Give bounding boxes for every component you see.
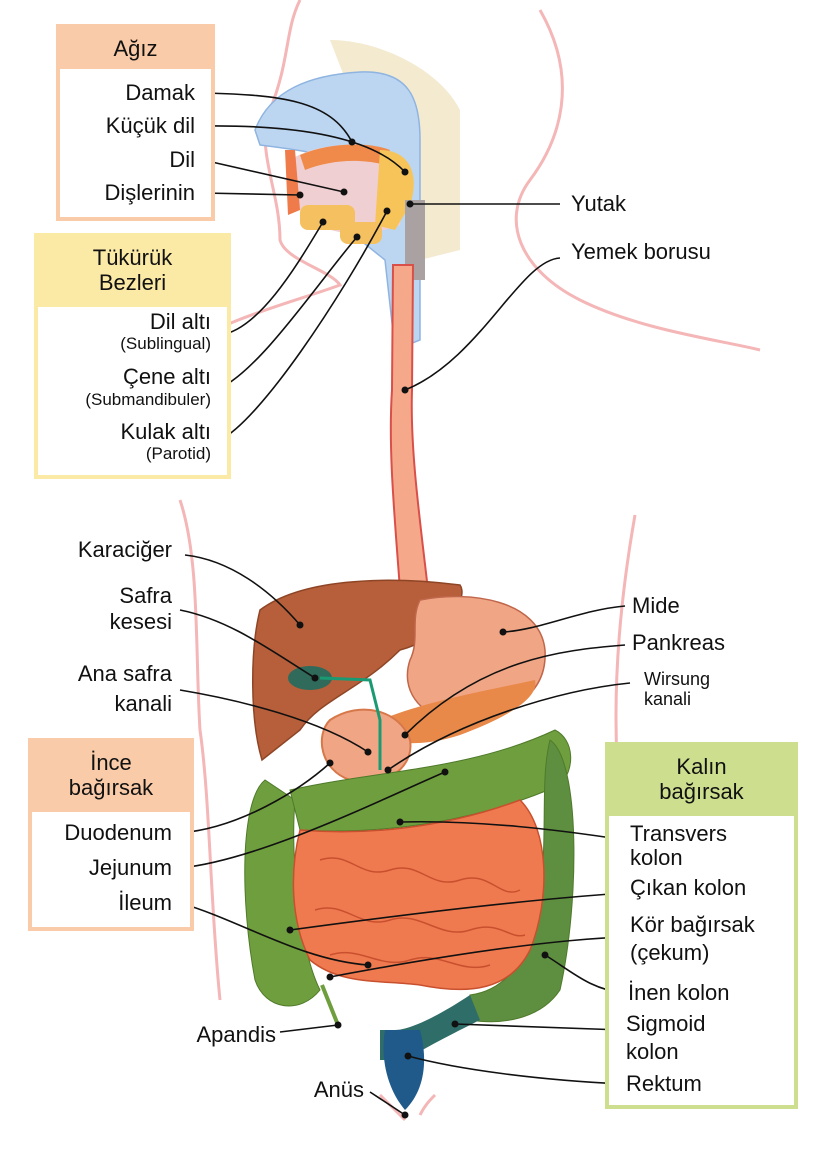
label-teeth: Dişlerinin — [104, 180, 195, 205]
small-intestine-title: İnce bağırsak — [32, 742, 190, 812]
label-descending: İnen kolon — [628, 980, 730, 1005]
large-intestine-box: Kalın bağırsak — [605, 742, 798, 1109]
small-intestine-box: İnce bağırsak — [28, 738, 194, 931]
rectum-shape — [383, 1030, 425, 1110]
label-duodenum: Duodenum — [64, 820, 172, 845]
large-intestine-title-line2: bağırsak — [659, 779, 744, 804]
liver-shape — [251, 579, 463, 762]
appendix-shape — [320, 984, 340, 1026]
label-tongue: Dil — [169, 147, 195, 172]
pharynx-shape — [405, 200, 425, 280]
label-ileum: İleum — [118, 890, 172, 915]
salivary-title-line2: Bezleri — [98, 270, 167, 295]
salivary-title-line1: Tükürük — [92, 245, 173, 270]
small-intestine-title-line1: İnce — [90, 750, 132, 775]
palate-muscle — [300, 144, 390, 170]
label-sublingual-latin: (Sublingual) — [120, 334, 211, 353]
label-jejunum: Jejunum — [88, 855, 172, 880]
label-esophagus: Yemek borusu — [571, 239, 711, 264]
large-intestine-title: Kalın bağırsak — [609, 746, 794, 816]
label-sigmoid-2: kolon — [626, 1039, 679, 1064]
label-pancreas: Pankreas — [632, 630, 725, 655]
pancreas-shape — [380, 680, 536, 744]
salivary-title: Tükürük Bezleri — [38, 237, 227, 307]
label-pharynx: Yutak — [571, 191, 627, 216]
label-sigmoid-1: Sigmoid — [626, 1011, 706, 1036]
label-stomach: Mide — [632, 593, 680, 618]
label-cecum-1: Kör bağırsak — [630, 912, 755, 937]
label-rectum: Rektum — [626, 1071, 702, 1096]
label-anus: Anüs — [313, 1077, 364, 1102]
label-cecum-2: (çekum) — [630, 940, 710, 965]
label-wirsung-1: Wirsung — [644, 669, 711, 689]
lips — [285, 150, 300, 215]
label-sublingual: Dil altı — [149, 309, 211, 334]
small-intestine-title-line2: bağırsak — [68, 775, 154, 800]
label-gallbladder-2: kesesi — [109, 609, 172, 634]
label-transverse-1: Transvers — [630, 821, 727, 846]
label-parotid-latin: (Parotid) — [145, 444, 211, 463]
label-transverse-2: kolon — [630, 845, 683, 870]
bile-duct-shape — [319, 676, 382, 770]
label-bile-duct-1: Ana safra — [77, 661, 172, 686]
label-gallbladder-1: Safra — [119, 583, 172, 608]
leader-dots — [286, 138, 549, 1119]
label-palate: Damak — [125, 80, 195, 105]
esophagus-shape — [389, 264, 430, 591]
label-uvula: Küçük dil — [105, 113, 195, 138]
label-submandibular-latin: (Submandibuler) — [85, 390, 211, 409]
large-intestine-title-line1: Kalın — [676, 754, 727, 779]
leader-lines — [179, 92, 631, 1116]
sublingual-gland — [300, 205, 355, 230]
label-liver: Karaciğer — [77, 537, 172, 562]
small-intestine-shape — [292, 799, 545, 991]
salivary-glands-box: Tükürük Bezleri — [34, 233, 231, 479]
mouth-box: Ağız — [56, 24, 215, 221]
label-appendix: Apandis — [196, 1022, 276, 1047]
intestine-folds — [314, 857, 526, 969]
label-wirsung-2: kanali — [644, 689, 692, 709]
label-ascending: Çıkan kolon — [630, 875, 747, 900]
mouth-title: Ağız — [60, 28, 211, 69]
label-bile-duct-2: kanali — [114, 691, 172, 716]
gallbladder-shape — [288, 666, 332, 690]
transverse-colon-shape — [289, 729, 572, 832]
label-submandibular: Çene altı — [122, 364, 211, 389]
label-parotid: Kulak altı — [120, 419, 212, 444]
